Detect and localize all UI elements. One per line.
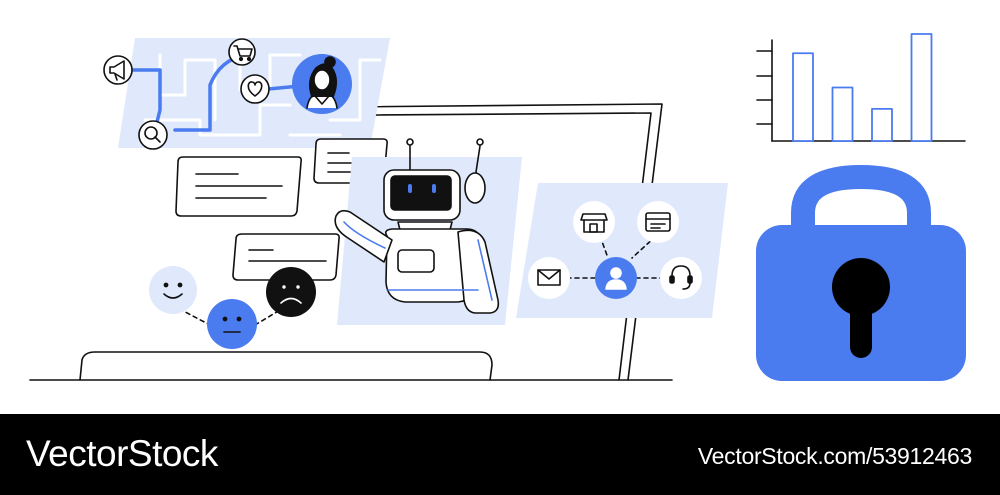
smiley-sad-icon [266, 267, 316, 317]
headset-icon [660, 257, 702, 299]
smiley-neutral-icon [207, 299, 257, 349]
chat-bubble-lower [232, 233, 340, 281]
padlock-icon [756, 164, 966, 381]
image-id-text: VectorStock.com/53912463 [697, 443, 972, 469]
megaphone-icon [103, 55, 133, 85]
bar-chart [756, 33, 966, 142]
smiley-happy-icon [149, 266, 197, 314]
cart-icon [228, 38, 256, 66]
mail-icon [528, 257, 570, 299]
chat-bubble-large [175, 156, 302, 217]
woman-avatar-icon [292, 54, 352, 114]
brand-logo-text: VectorStock [26, 433, 218, 474]
store-icon [573, 201, 615, 243]
robot-icon [334, 138, 500, 314]
browser-window-icon [637, 201, 679, 243]
heart-icon [240, 74, 270, 104]
chart-bar [792, 52, 814, 142]
footer-bar [0, 414, 1000, 495]
chart-bar [831, 86, 854, 142]
search-icon [138, 120, 168, 150]
illustration [29, 33, 966, 381]
user-icon [595, 257, 637, 299]
chart-bar [871, 108, 893, 142]
chart-bar [910, 33, 933, 142]
